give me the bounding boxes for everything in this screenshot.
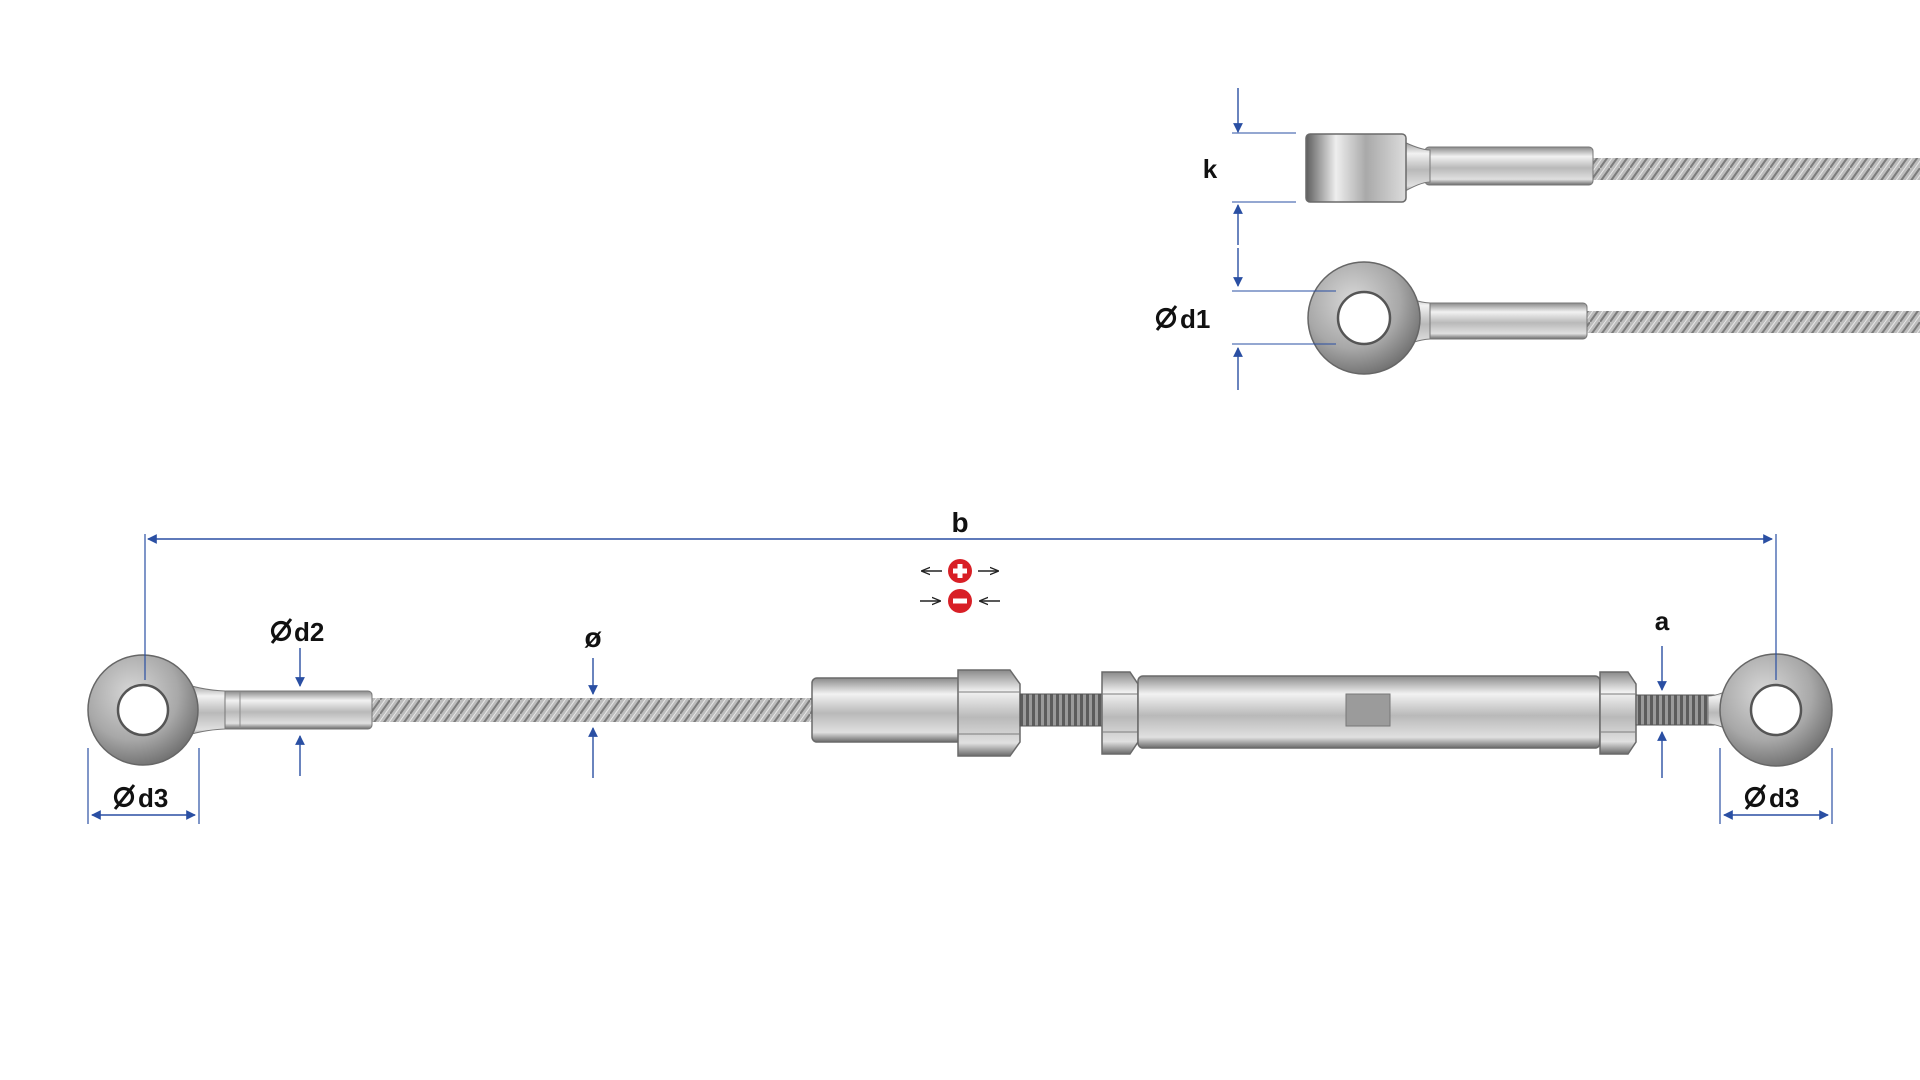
right-eye-hole — [1749, 683, 1803, 737]
left-hex-nut — [957, 669, 1021, 757]
label-d3-right: d3 — [1769, 783, 1799, 813]
left-swage-sleeve — [221, 690, 373, 730]
dimension-d3-left: d3 — [87, 748, 200, 824]
right-threaded-rod — [1635, 694, 1715, 726]
plus-circle-icon — [922, 559, 998, 583]
left-eye-hole — [116, 683, 170, 737]
minus-circle-icon — [920, 589, 1000, 613]
diameter-symbol-icon — [1155, 305, 1178, 331]
left-threaded-rod — [1019, 693, 1103, 727]
label-a: a — [1655, 606, 1670, 636]
diameter-symbol-icon — [1744, 784, 1767, 810]
label-d1: d1 — [1180, 304, 1210, 334]
right-jam-nut — [1599, 671, 1637, 755]
dimension-k: k — [1203, 88, 1296, 245]
tension-adjustment-symbols — [920, 559, 1000, 613]
label-k: k — [1203, 154, 1218, 184]
label-d2: d2 — [294, 617, 324, 647]
side-view-swage-sleeve — [1424, 146, 1594, 186]
label-d3-left: d3 — [138, 783, 168, 813]
label-b: b — [951, 507, 968, 538]
right-eye-bolt — [1707, 653, 1833, 767]
main-wire-rope — [368, 698, 816, 722]
side-view-eye-neck — [1399, 139, 1431, 195]
left-jam-nut — [1101, 671, 1139, 755]
diameter-symbol-icon — [113, 784, 136, 810]
side-view-cable-end — [1305, 133, 1920, 203]
left-eye-terminal — [87, 654, 373, 766]
side-view-eye-head — [1305, 133, 1407, 203]
label-cable-diameter: ø — [584, 622, 601, 653]
dimension-d3-right: d3 — [1719, 748, 1833, 824]
turnbuckle-window — [1345, 693, 1391, 727]
front-view-wire-rope — [1582, 311, 1920, 333]
dimension-d2: d2 — [270, 617, 324, 776]
front-view-eye-hole — [1336, 290, 1392, 346]
left-barrel — [811, 677, 963, 743]
dimension-d1: d1 — [1155, 248, 1336, 390]
diameter-symbol-icon — [270, 618, 293, 644]
turnbuckle-assembly — [811, 669, 1715, 757]
front-view-swage-sleeve — [1424, 302, 1588, 340]
side-view-wire-rope — [1590, 158, 1920, 180]
front-view-cable-end — [1307, 261, 1920, 375]
dimension-cable-diameter: ø — [584, 622, 602, 778]
dimension-b: b — [144, 507, 1777, 680]
dimension-a: a — [1655, 606, 1670, 778]
